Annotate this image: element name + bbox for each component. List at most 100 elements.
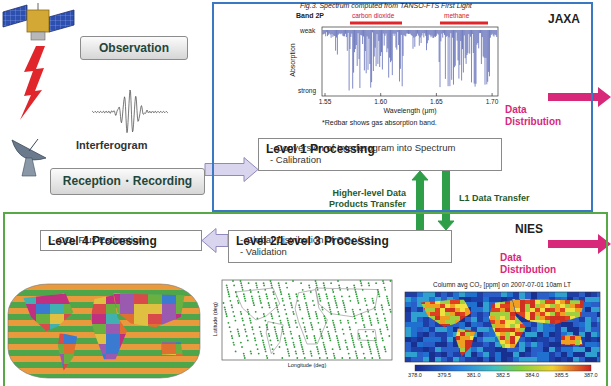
sounding-dot [321, 337, 323, 339]
land-cell [495, 332, 500, 336]
sounding-dot [334, 326, 336, 328]
land-cell [585, 304, 590, 308]
ocean-cell [531, 347, 537, 352]
ocean-cell [591, 322, 597, 327]
sounding-dot [375, 313, 377, 315]
ocean-cell [585, 292, 591, 297]
absorption-line [457, 30, 458, 41]
sounding-dot [231, 307, 233, 309]
land-cell [495, 336, 500, 340]
absorption-line [333, 30, 334, 36]
land-cell [595, 320, 600, 324]
sounding-dot [260, 302, 262, 304]
land-cell [455, 348, 460, 352]
land-cell [540, 312, 545, 316]
co2-bar [350, 22, 402, 25]
land-cell [465, 344, 470, 348]
sounding-dot [291, 307, 293, 309]
land-cell [480, 328, 485, 332]
sounding-dot [272, 348, 274, 350]
sounding-dot [357, 300, 359, 302]
ocean-cell [417, 312, 423, 317]
land-cell [530, 336, 535, 340]
sounding-dot [343, 333, 345, 335]
sounding-dot [370, 351, 372, 353]
land-region [190, 344, 200, 354]
absorption-line [464, 30, 465, 35]
land-cell [585, 312, 590, 316]
sounding-dot [356, 355, 358, 357]
sounding-dot [293, 313, 295, 315]
absorption-line [345, 30, 346, 34]
sounding-dot [304, 329, 306, 331]
absorption-line [330, 30, 331, 35]
absorption-line [443, 30, 444, 33]
sounding-dot [299, 337, 301, 339]
absorption-line [429, 30, 430, 35]
land-region [64, 374, 78, 378]
ocean-cell [597, 317, 600, 322]
sounding-dot [237, 300, 239, 302]
land-cell [480, 348, 485, 352]
land-region [50, 334, 64, 344]
ocean-cell [549, 337, 555, 342]
ocean-cell [573, 327, 579, 332]
land-cell [445, 348, 450, 352]
ocean-cell [405, 302, 411, 307]
absorption-line [449, 30, 450, 37]
land-cell [550, 312, 555, 316]
sounding-dot [268, 335, 270, 337]
ocean-cell [591, 317, 597, 322]
sounding-dot [244, 329, 246, 331]
sounding-dot [290, 333, 292, 335]
sounding-dot [382, 309, 384, 311]
absorption-line [424, 30, 425, 33]
sounding-dot [266, 326, 268, 328]
sounding-dot [303, 293, 305, 295]
absorption-line [434, 30, 435, 37]
absorption-line [436, 30, 437, 36]
ocean-cell [483, 317, 489, 322]
land-cell [550, 340, 555, 344]
sounding-dot [373, 302, 375, 304]
sounding-dot [271, 285, 273, 287]
sounding-dot [349, 357, 351, 359]
ocean-cell [489, 352, 495, 357]
land-cell [475, 332, 480, 336]
sounding-dot [226, 285, 228, 287]
sounding-dot [251, 296, 253, 298]
sounding-dot [387, 298, 389, 300]
sounding-dot [263, 313, 265, 315]
land-cell [560, 320, 565, 324]
coastline [295, 290, 327, 344]
land-cell [480, 340, 485, 344]
land-region [22, 334, 36, 344]
ocean-cell [537, 357, 543, 362]
absorption-line [472, 30, 473, 34]
ocean-cell [585, 337, 591, 342]
sounding-dot [230, 331, 232, 333]
land-cell [500, 332, 505, 336]
land-cell [495, 348, 500, 352]
land-cell [590, 332, 595, 336]
absorption-line [337, 30, 338, 55]
land-cell [475, 292, 480, 296]
land-cell [420, 316, 425, 320]
land-region [134, 374, 148, 378]
sounding-dot [327, 298, 329, 300]
sounding-dot [349, 326, 351, 328]
sounding-dot [261, 307, 263, 309]
sounding-dot [318, 353, 320, 355]
land-cell [545, 304, 550, 308]
sounding-dot [241, 318, 243, 320]
land-cell [575, 292, 580, 296]
sounding-dot [250, 322, 252, 324]
land-cell [565, 352, 570, 356]
land-region [8, 314, 22, 324]
land-cell [560, 348, 565, 352]
land-cell [465, 296, 470, 300]
sounding-dot [250, 291, 252, 293]
ocean-cell [417, 307, 423, 312]
tick [325, 93, 326, 96]
sounding-dot [303, 353, 305, 355]
